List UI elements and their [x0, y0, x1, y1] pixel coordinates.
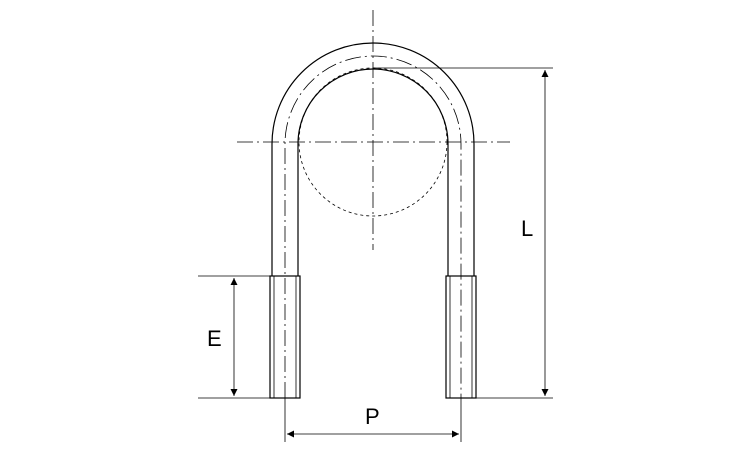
e-label: E: [207, 326, 222, 351]
u-bolt-inner-contour: [297, 68, 449, 276]
dimension-e: E: [198, 275, 272, 399]
u-bolt-outer-contour: [271, 42, 475, 276]
l-label: L: [521, 216, 533, 241]
u-bolt-body: [271, 42, 475, 398]
dimension-p: P: [284, 398, 462, 442]
p-label: P: [365, 404, 380, 429]
center-lines: [237, 10, 510, 250]
dimension-l: L: [373, 67, 553, 399]
u-bolt-rod-axis: [284, 55, 462, 398]
